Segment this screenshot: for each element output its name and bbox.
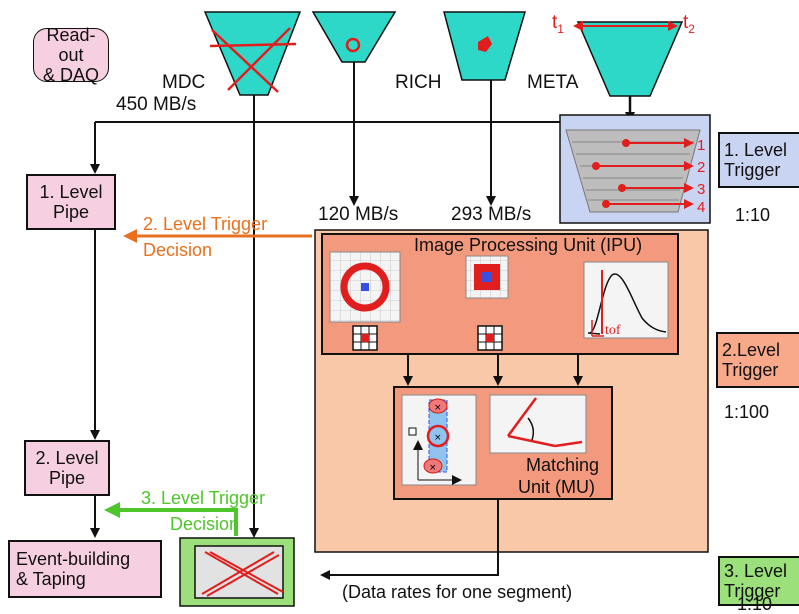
level2-decision-line2: Decision	[143, 240, 213, 260]
tof-label: tof	[605, 323, 621, 338]
svg-text:×: ×	[429, 463, 437, 473]
level3-ratio: 1:10	[737, 594, 773, 614]
tof-histogram-icon	[583, 261, 669, 339]
level1-trigger-box: 1. Level Trigger	[718, 132, 799, 188]
t1-label: t1	[552, 12, 564, 36]
rich-label: RICH	[395, 72, 442, 93]
level1-pipe-line2: Pipe	[52, 202, 90, 222]
svg-text:×: ×	[434, 403, 442, 413]
level2-pipe-line2: Pipe	[48, 468, 86, 488]
level3-trigger-line2: Trigger	[724, 581, 781, 601]
readout-line1: Read-out	[46, 25, 96, 65]
shower-finder-icon	[465, 255, 509, 351]
level2-pipe-line1: 2. Level	[35, 448, 99, 468]
level1-trigger-line2: Trigger	[724, 160, 781, 180]
t2-label: t2	[683, 12, 695, 36]
level1-ratio: 1:10	[735, 205, 771, 225]
mu-line1: Matching	[526, 455, 600, 475]
meta-bar-2: 2	[697, 159, 705, 176]
rich-ring-finder-icon	[329, 251, 401, 351]
meta-detector-icon	[443, 11, 527, 81]
meta-label: META	[527, 72, 579, 93]
readout-daq-box: Read-out & DAQ	[33, 25, 109, 85]
level2-ratio: 1:100	[724, 402, 770, 422]
meta-bar-4: 4	[697, 199, 705, 216]
mdc-rate: 450 MB/s	[116, 94, 197, 115]
matching-plot-icon: × × ×	[401, 394, 477, 486]
footer-note: (Data rates for one segment)	[342, 582, 573, 602]
level3-trigger-label-box: 3. Level Trigger	[718, 556, 799, 606]
level3-trigger-line1: 3. Level	[724, 561, 788, 581]
event-building-box: Event-building & Taping	[8, 540, 162, 598]
level3-decision-line1: 3. Level Trigger	[141, 488, 266, 508]
svg-text:×: ×	[434, 433, 442, 443]
rich-rate: 120 MB/s	[318, 204, 399, 225]
meta-trigger-panel	[559, 114, 711, 224]
mdc-label: MDC	[162, 72, 206, 93]
event-building-line1: Event-building	[16, 549, 131, 569]
level2-trigger-box: 2.Level Trigger	[716, 332, 799, 388]
angle-diagram-icon	[489, 394, 587, 454]
level3-decision-line2: Decision	[170, 514, 240, 534]
meta-bar-1: 1	[697, 137, 705, 154]
mdc-detector-icon	[203, 11, 302, 96]
mu-line2: Unit (MU)	[518, 477, 595, 497]
level2-trigger-line1: 2.Level	[722, 340, 781, 360]
level2-trigger-line2: Trigger	[722, 360, 779, 380]
level1-pipe-line1: 1. Level	[39, 182, 103, 202]
event-building-line2: & Taping	[16, 569, 86, 589]
meta-rate: 293 MB/s	[451, 204, 532, 225]
level2-pipe-box: 2. Level Pipe	[24, 440, 110, 496]
meta-bar-3: 3	[697, 181, 705, 198]
ipu-title: Image Processing Unit (IPU)	[414, 235, 643, 255]
level1-trigger-line1: 1. Level	[724, 140, 788, 160]
level1-pipe-box: 1. Level Pipe	[26, 174, 116, 230]
readout-line2: & DAQ	[42, 65, 99, 85]
tof-wall-icon	[573, 21, 684, 97]
level3-trigger-box	[179, 537, 295, 607]
level2-decision-line1: 2. Level Trigger	[143, 214, 268, 234]
rich-detector-icon	[311, 11, 397, 63]
